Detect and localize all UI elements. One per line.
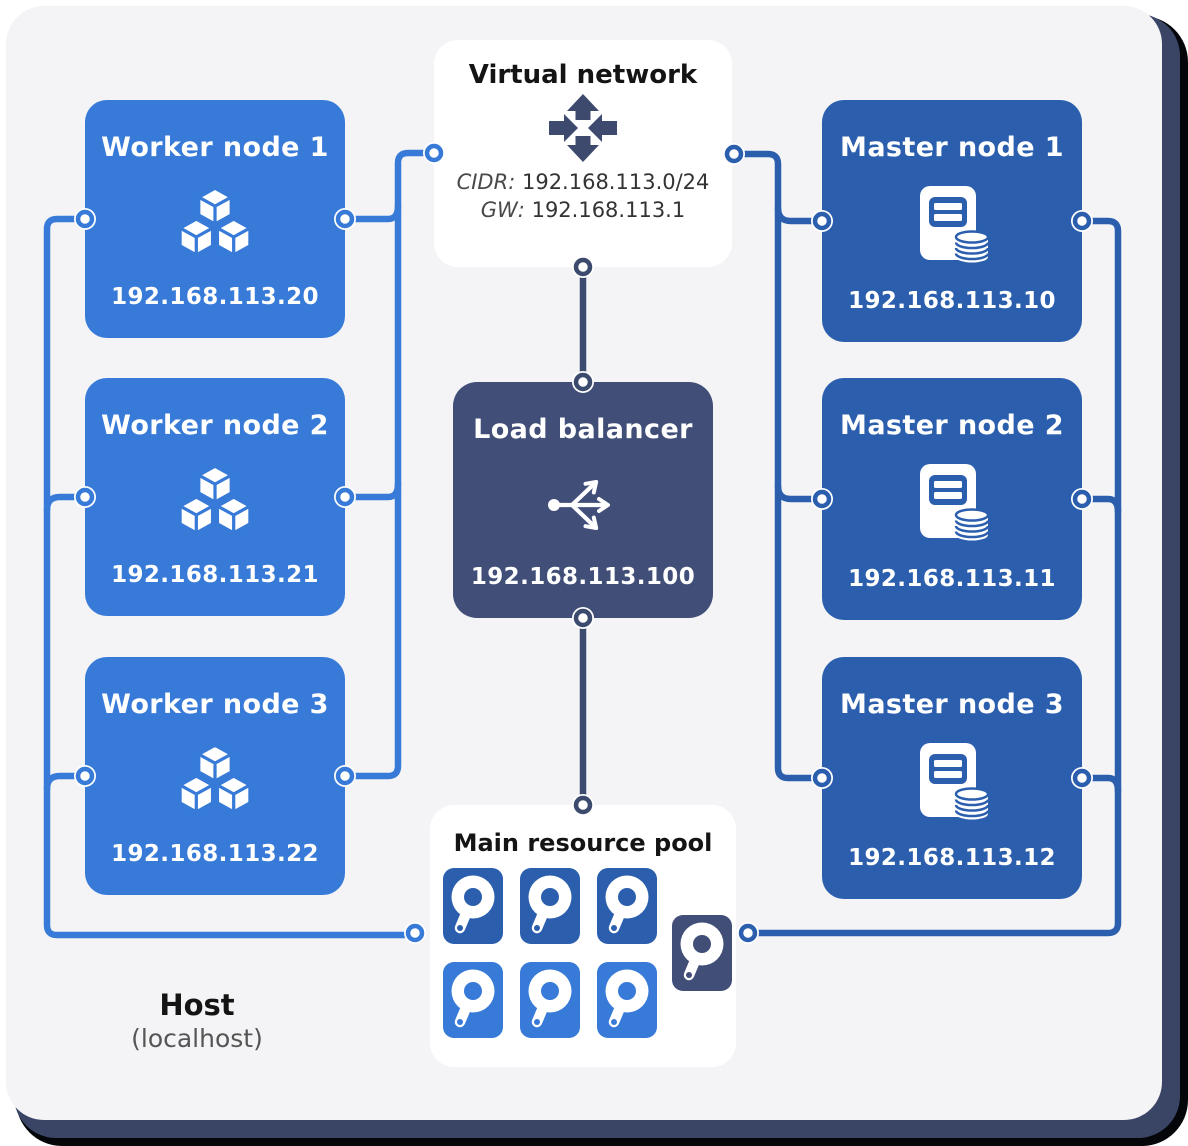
node-title: Master node 1 [840,132,1064,163]
load-balancer-ip: 192.168.113.100 [470,564,696,590]
load-balancer-icon [543,472,623,538]
hard-disk-icon [443,962,503,1038]
server-database-icon [918,184,990,264]
cubes-icon [176,742,254,820]
gateway-value: 192.168.113.1 [531,198,686,223]
network-arrows-icon [549,94,617,162]
cubes-icon [176,185,254,263]
icon-wrap [176,163,254,284]
node-title: Worker node 1 [101,132,329,163]
cidr-label: CIDR: [456,170,516,194]
hard-disk-icon [443,868,503,944]
load-balancer-card: Load balancer 192.168.113.100 [453,382,713,618]
master-node-1-card: Master node 1 192.168.113.10 [822,100,1082,342]
icon-wrap [176,720,254,841]
gateway-label: GW: [480,198,525,223]
hard-disk-icon [520,868,580,944]
node-title: Master node 3 [840,689,1064,720]
node-ip: 192.168.113.21 [111,562,319,588]
node-title: Worker node 3 [101,689,329,720]
master-node-2-card: Master node 2 192.168.113.11 [822,378,1082,620]
cidr-value: 192.168.113.0/24 [521,170,710,194]
virtual-network-card: Virtual network CIDR: 192.168.113.0/24 G… [434,40,732,267]
server-database-icon [918,741,990,821]
cubes-icon [176,463,254,541]
server-database-icon [918,462,990,542]
host-label: Host (localhost) [72,988,322,1053]
host-title: Host [159,988,235,1022]
host-subtitle: (localhost) [131,1024,263,1053]
hard-disk-icon [597,868,657,944]
node-ip: 192.168.113.11 [848,566,1056,592]
icon-wrap [910,441,994,566]
virtual-network-title: Virtual network [468,60,698,90]
resource-pool-card: Main resource pool [430,805,736,1067]
icon-wrap [910,163,994,288]
node-ip: 192.168.113.10 [848,288,1056,314]
node-title: Worker node 2 [101,410,329,441]
hard-disk-icon [672,915,732,991]
worker-node-3-card: Worker node 3 192.168.113.22 [85,657,345,895]
worker-node-2-card: Worker node 2 192.168.113.21 [85,378,345,616]
cidr-row: CIDR: 192.168.113.0/24 [457,168,710,196]
gateway-row: GW: 192.168.113.1 [481,196,685,224]
node-title: Master node 2 [840,410,1064,441]
resource-pool-title: Main resource pool [453,829,713,857]
hard-disk-icon [520,962,580,1038]
load-balancer-title: Load balancer [473,414,693,445]
master-node-3-card: Master node 3 192.168.113.12 [822,657,1082,899]
hard-disk-icon [597,962,657,1038]
worker-node-1-card: Worker node 1 192.168.113.20 [85,100,345,338]
node-ip: 192.168.113.12 [848,845,1056,871]
node-ip: 192.168.113.22 [111,841,319,867]
icon-wrap [176,441,254,562]
node-ip: 192.168.113.20 [111,284,319,310]
icon-wrap [910,720,994,845]
icon-wrap [543,445,623,564]
